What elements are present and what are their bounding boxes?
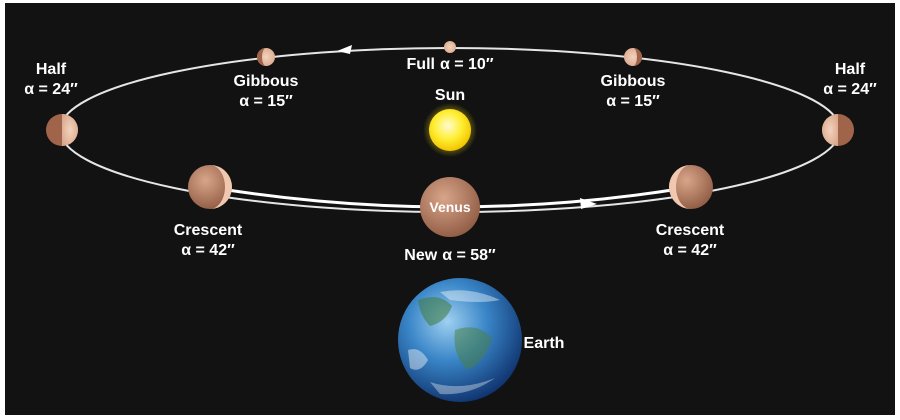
earth-label: Earth (524, 335, 565, 352)
crescent-left-angle: α = 42″ (181, 242, 235, 259)
venus-crescent-left-icon (188, 165, 232, 209)
venus-half-left-lit (62, 114, 78, 146)
venus-full-icon (444, 41, 456, 53)
sun-icon (429, 109, 471, 151)
gibbous-right-name: Gibbous (601, 73, 666, 90)
crescent-right-angle: α = 42″ (663, 242, 717, 259)
venus-new-icon (420, 177, 480, 237)
venus-gibbous-left-shadow (257, 48, 266, 66)
venus-crescent-right-lit (669, 165, 691, 209)
earth-icon (398, 278, 522, 402)
venus-gibbous-right-shadow (633, 48, 642, 66)
venus-label: Venus (429, 199, 470, 215)
orbit-arrow-icon (580, 198, 597, 209)
gibbous-left-angle: α = 15″ (239, 93, 293, 110)
half-left-name: Half (36, 61, 67, 78)
half-right-name: Half (835, 61, 866, 78)
gibbous-left-name: Gibbous (234, 73, 299, 90)
crescent-left-name: Crescent (174, 222, 243, 239)
orbit-arrow-icon (337, 45, 352, 54)
crescent-right-name: Crescent (656, 222, 725, 239)
venus-crescent-right-icon (669, 165, 713, 209)
venus-crescent-left-lit (210, 165, 232, 209)
gibbous-right-angle: α = 15″ (606, 93, 660, 110)
half-right-angle: α = 24″ (823, 81, 877, 98)
half-left-angle: α = 24″ (24, 81, 78, 98)
sun-label: Sun (435, 87, 465, 104)
venus-half-right-lit (822, 114, 838, 146)
